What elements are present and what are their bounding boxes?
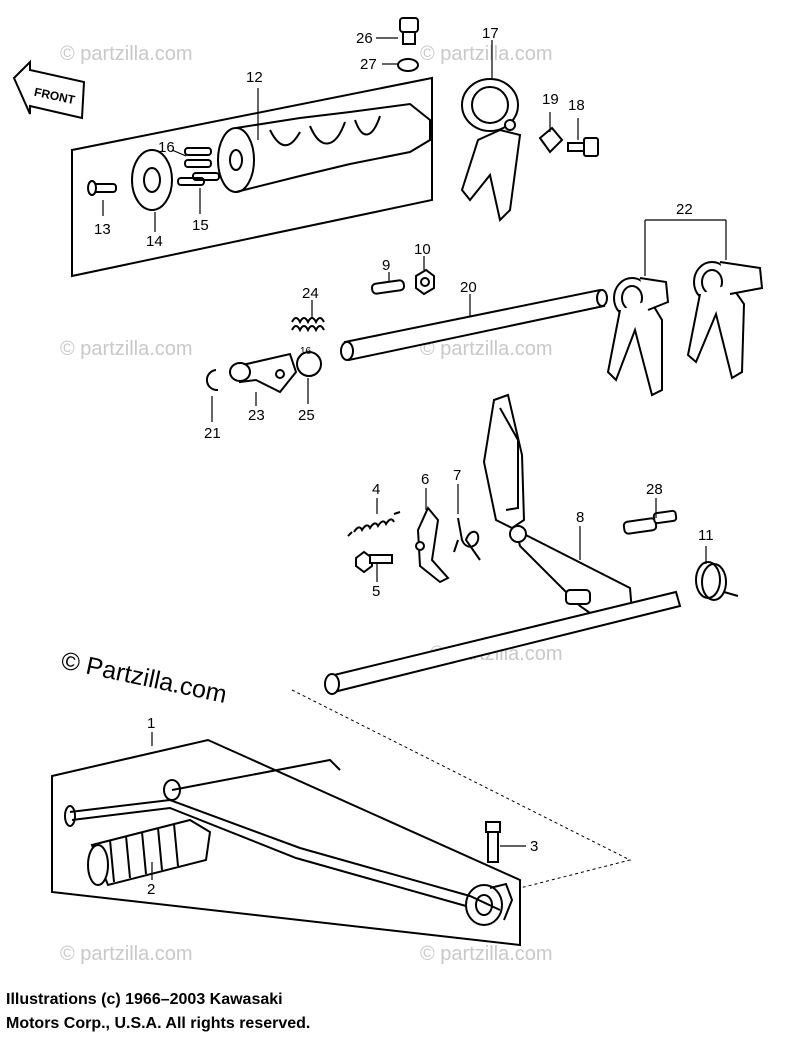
watermark-faint: © partzilla.com xyxy=(60,943,193,965)
callout-22: 22 xyxy=(676,201,693,218)
bolt-18 xyxy=(567,137,599,157)
callout-20: 20 xyxy=(460,279,477,296)
callout-12: 12 xyxy=(246,69,263,86)
watermark-faint: © partzilla.com xyxy=(60,43,193,65)
shift-fork-17 xyxy=(460,78,522,222)
callout-8: 8 xyxy=(576,509,584,526)
callout-5: 5 xyxy=(372,583,380,600)
callout-26: 26 xyxy=(356,30,373,47)
shift-shaft-8 xyxy=(324,393,682,695)
callout-13: 13 xyxy=(94,221,111,238)
watermark-faint: © partzilla.com xyxy=(60,338,193,360)
callout-3: 3 xyxy=(530,838,538,855)
callout-4: 4 xyxy=(372,481,380,498)
spring-4 xyxy=(347,511,401,537)
pin-9 xyxy=(370,279,406,295)
shift-fork-22b xyxy=(686,261,764,380)
copyright-notice: Illustrations (c) 1966–2003 Kawasaki Mot… xyxy=(6,988,566,1036)
spring-7 xyxy=(453,517,481,561)
lockwasher-19 xyxy=(538,126,564,154)
stopper-6 xyxy=(415,506,450,584)
callout-14: 14 xyxy=(146,233,163,250)
copyright-line-2: Motors Corp., U.S.A. All rights reserved… xyxy=(6,1015,311,1032)
callouts: 12 13 14 15 16 26 27 17 19 18 22 9 10 20… xyxy=(94,25,714,898)
watermark-faint: © partzilla.com xyxy=(420,338,553,360)
callout-7: 7 xyxy=(453,467,461,484)
callout-19: 19 xyxy=(542,91,559,108)
plate-23 xyxy=(229,352,298,394)
shift-fork-22a xyxy=(606,277,670,397)
callout-16b: 16 xyxy=(300,346,312,357)
spring-24 xyxy=(291,317,325,333)
front-arrow: FRONT xyxy=(12,59,86,120)
callout-10: 10 xyxy=(414,241,431,258)
callout-6: 6 xyxy=(421,471,429,488)
callout-28: 28 xyxy=(646,481,663,498)
callout-21: 21 xyxy=(204,425,221,442)
clip-21 xyxy=(206,369,219,392)
nut-10 xyxy=(415,268,435,296)
callout-27: 27 xyxy=(360,56,377,73)
pedal-panel xyxy=(51,738,521,947)
pedal-rubber-2 xyxy=(87,818,212,887)
callout-2: 2 xyxy=(147,881,155,898)
bolt-5 xyxy=(355,550,393,574)
callout-18: 18 xyxy=(568,97,585,114)
copyright-line-1: Illustrations (c) 1966–2003 Kawasaki xyxy=(6,991,283,1008)
washer-27 xyxy=(397,58,419,72)
guide-lines xyxy=(291,689,632,889)
leader-lines xyxy=(102,37,727,880)
callout-16: 16 xyxy=(158,139,175,156)
callout-23: 23 xyxy=(248,407,265,424)
faint-watermarks: © partzilla.com © partzilla.com © partzi… xyxy=(60,43,563,965)
callout-15: 15 xyxy=(192,217,209,234)
ring-25 xyxy=(296,351,322,377)
watermark-main: © Partzilla.com xyxy=(59,646,230,708)
pin-28 xyxy=(622,509,678,535)
callout-1: 1 xyxy=(147,715,155,732)
bolt-3 xyxy=(485,821,501,863)
watermark-faint: © partzilla.com xyxy=(420,43,553,65)
drain-plug-26 xyxy=(399,17,419,45)
watermark-faint: © partzilla.com xyxy=(420,943,553,965)
callout-9: 9 xyxy=(382,257,390,274)
spring-11 xyxy=(695,561,739,601)
callout-24: 24 xyxy=(302,285,319,302)
callout-17: 17 xyxy=(482,25,499,42)
fork-shaft-20 xyxy=(340,288,608,362)
callout-11: 11 xyxy=(698,527,714,544)
camshaft-panel xyxy=(71,76,433,278)
callout-25: 25 xyxy=(298,407,315,424)
